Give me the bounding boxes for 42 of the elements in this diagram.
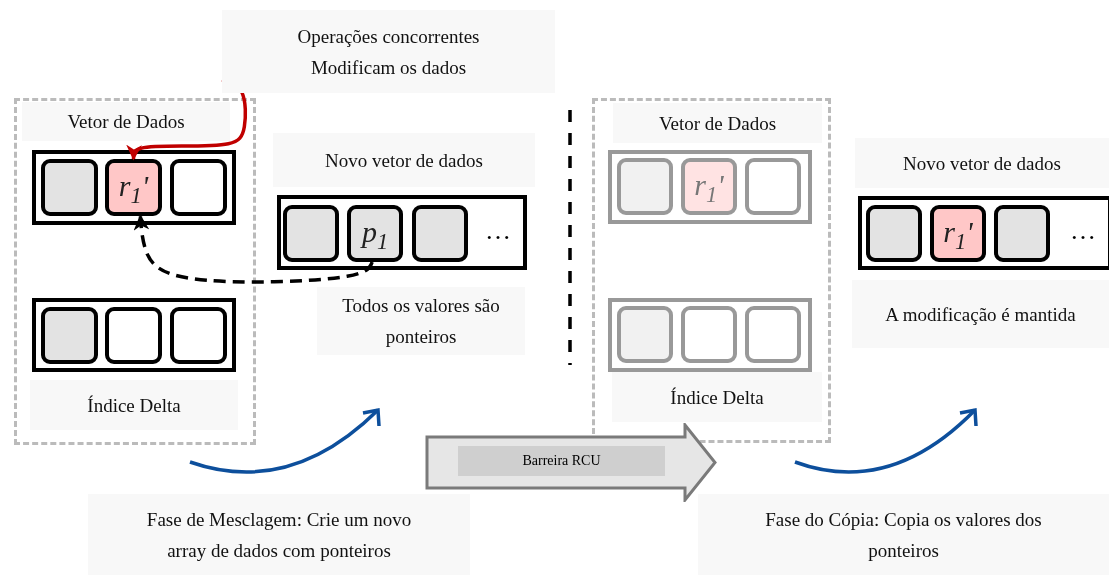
array-cell	[170, 307, 227, 364]
array-frame	[32, 150, 236, 225]
array-cell	[41, 307, 98, 364]
text-panel: Fase do Cópia: Copia os valores dos ponteiros	[698, 494, 1109, 575]
array-cell	[617, 158, 673, 215]
array-frame	[32, 298, 236, 372]
array-cell	[283, 205, 339, 262]
text-panel: Novo vetor de dados	[855, 138, 1109, 188]
array-cell: r$_{1}$'	[105, 159, 162, 216]
text-panel: Vetor de Dados	[22, 102, 230, 141]
array-frame	[277, 195, 527, 270]
array-cell	[866, 205, 922, 262]
block-arrow	[425, 423, 717, 502]
ellipsis-text: …	[485, 220, 511, 241]
arrow	[133, 214, 374, 284]
array-cell	[681, 306, 737, 363]
array-frame	[608, 298, 812, 372]
text-panel: Fase de Mesclagem: Crie um novo array de dados com ponteiros	[88, 494, 470, 575]
text-panel: Índice Delta	[612, 372, 822, 422]
dashed-group-frame	[14, 98, 256, 445]
array-cell: p$_{1}$	[347, 205, 403, 262]
array-cell	[745, 306, 801, 363]
array-cell	[617, 306, 673, 363]
array-frame	[858, 196, 1109, 270]
array-cell	[745, 158, 801, 215]
array-cell	[994, 205, 1050, 262]
array-cell	[105, 307, 162, 364]
array-cell	[412, 205, 468, 262]
array-cell: r$_{1}$'	[930, 205, 986, 262]
array-frame	[608, 150, 812, 224]
text-panel: Operações concorrentes Modificam os dados	[222, 10, 555, 93]
text-panel: A modificação é mantida	[852, 280, 1109, 348]
array-cell	[170, 159, 227, 216]
text-panel: Índice Delta	[30, 380, 238, 430]
text-panel: Vetor de Dados	[613, 103, 822, 143]
text-panel: Novo vetor de dados	[273, 133, 535, 187]
ellipsis-text: …	[1070, 221, 1096, 241]
dashed-group-frame	[592, 98, 831, 443]
arrow-label: Barreira RCU	[458, 446, 665, 476]
text-panel: Todos os valores são ponteiros	[317, 287, 525, 355]
array-cell	[41, 159, 98, 216]
array-cell: r$_{1}$'	[681, 158, 737, 215]
